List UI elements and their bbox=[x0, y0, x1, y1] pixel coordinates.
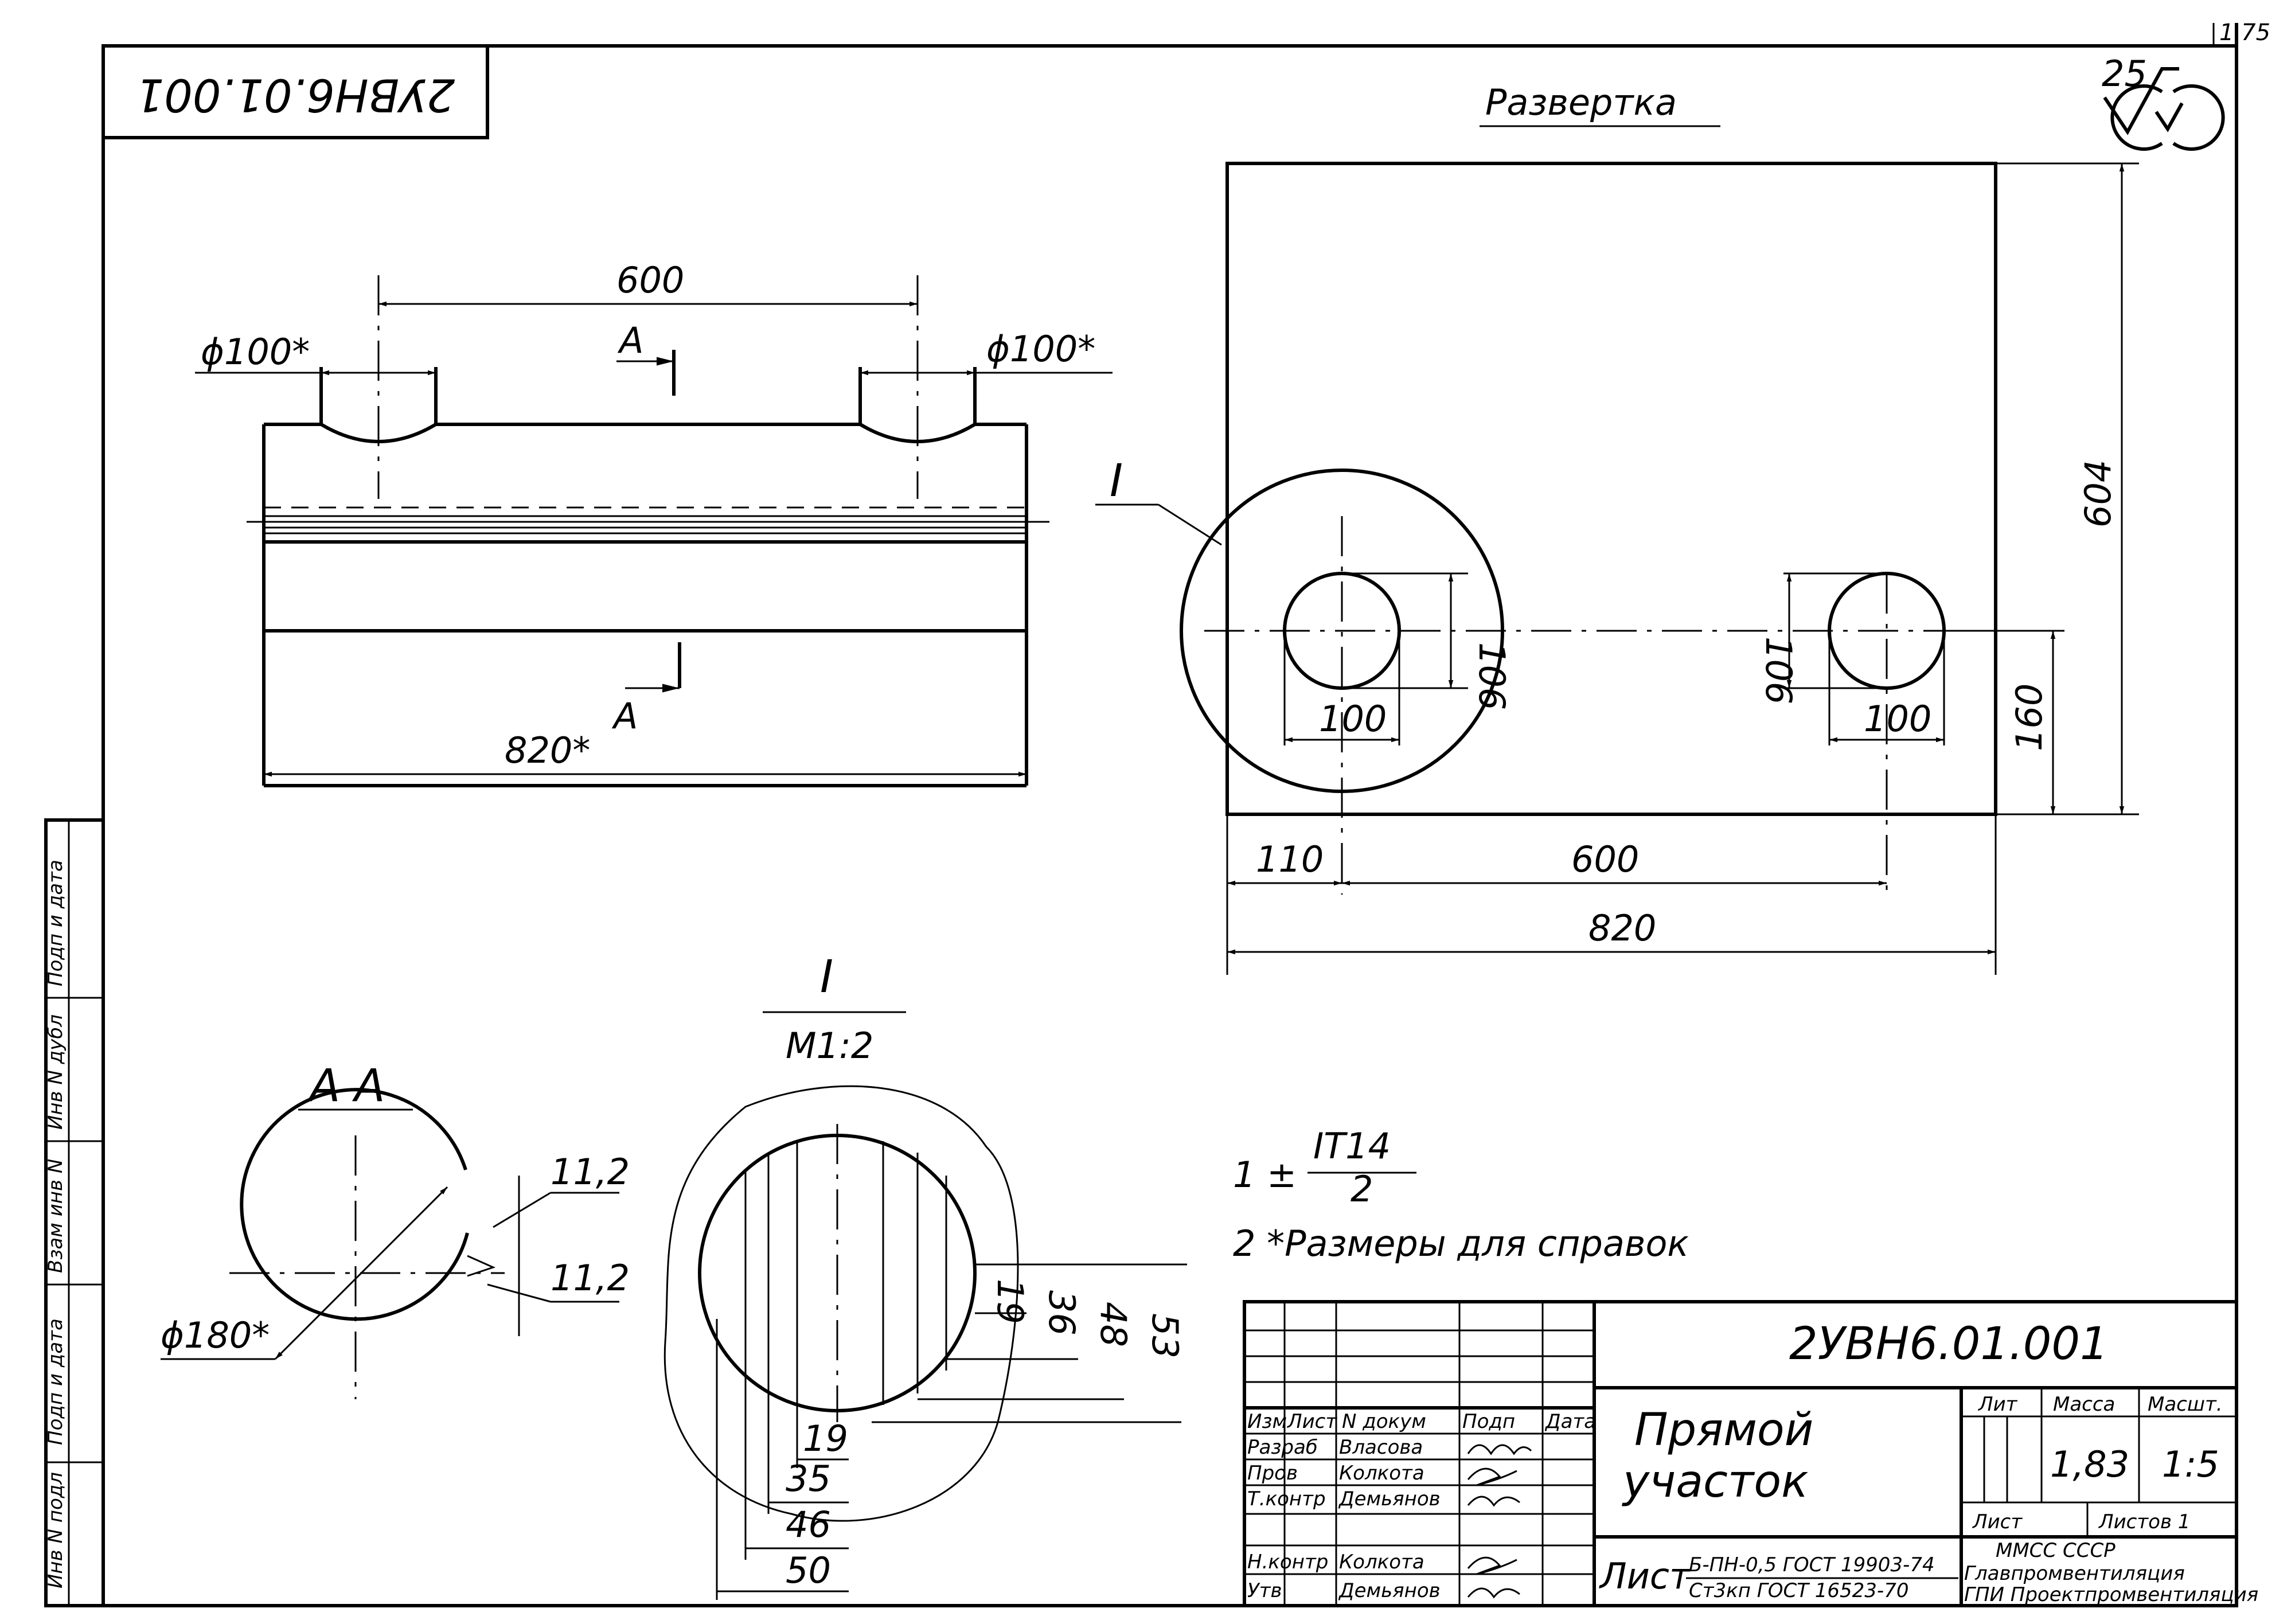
tb-scale-label: Масшт. bbox=[2148, 1393, 2223, 1416]
tb-header-podp: Подп bbox=[1462, 1410, 1515, 1433]
tb-material-line2: Ст3кп ГОСТ 16523-70 bbox=[1689, 1579, 1908, 1602]
tb-name-line2: участок bbox=[1622, 1456, 1808, 1508]
flat-dim-100-left: 100 bbox=[1319, 698, 1387, 740]
section-aa-title: А А bbox=[307, 1060, 385, 1112]
side-cell-3: Инв N дубл bbox=[44, 1014, 67, 1130]
tb-designation: 2УВН6.01.001 bbox=[1789, 1318, 2109, 1370]
tb-lit-label: Лит bbox=[1977, 1393, 2018, 1416]
flat-dim-110: 110 bbox=[1256, 838, 1324, 880]
tb-mass-label: Масса bbox=[2053, 1393, 2115, 1416]
tb-header-data: Дата bbox=[1544, 1410, 1596, 1433]
detail-dim-right-2: 48 bbox=[1092, 1302, 1134, 1347]
flat-dim-106-right: 106 bbox=[1758, 637, 1800, 704]
detail-dim-right-3: 53 bbox=[1144, 1313, 1186, 1358]
tb-header-izm: Изм bbox=[1247, 1410, 1287, 1433]
tb-role-3: Н.контр bbox=[1247, 1551, 1328, 1574]
front-phi-right: ϕ100* bbox=[986, 328, 1095, 370]
section-mark-top: А bbox=[617, 319, 643, 361]
note-1-den: 2 bbox=[1351, 1168, 1373, 1210]
detail-i: I М1:2 19 36 48 53 19 35 46 50 bbox=[663, 951, 1187, 1600]
flat-dim-160: 160 bbox=[2008, 684, 2050, 751]
flat-dim-100-right: 100 bbox=[1864, 698, 1931, 740]
tb-role-0: Разраб bbox=[1247, 1436, 1318, 1459]
detail-dim-bottom-2: 46 bbox=[786, 1504, 831, 1545]
tb-header-list: Лист bbox=[1286, 1410, 1337, 1433]
tb-mass: 1,83 bbox=[2050, 1443, 2129, 1485]
side-cell-1: Подп и дата bbox=[44, 1318, 67, 1445]
detail-dim-bottom-0: 19 bbox=[803, 1418, 848, 1459]
section-phi-180: ϕ180* bbox=[161, 1314, 270, 1356]
tb-name-2: Демьянов bbox=[1338, 1488, 1441, 1510]
roughness-symbol: 25 bbox=[2102, 53, 2225, 151]
front-dim-600: 600 bbox=[616, 259, 684, 301]
tb-name-1: Колкота bbox=[1339, 1462, 1424, 1485]
flat-dim-106-left: 106 bbox=[1471, 642, 1513, 710]
section-mark-bottom: А bbox=[611, 695, 638, 737]
tb-role-4: Утв bbox=[1247, 1579, 1282, 1602]
note-2: 2 *Размеры для справок bbox=[1233, 1223, 1689, 1264]
tb-header-ndokum: N докум bbox=[1342, 1410, 1426, 1433]
notes: 1 ± IT14 2 2 *Размеры для справок bbox=[1233, 1125, 1689, 1264]
signature bbox=[1467, 1444, 1532, 1455]
tb-material-line1: Б-ПН-0,5 ГОСТ 19903-74 bbox=[1689, 1553, 1935, 1576]
section-dim-bottom: 11,2 bbox=[551, 1257, 630, 1299]
doc-code-stamp: 2УВН6.01.001 bbox=[102, 44, 489, 139]
front-view: 600 ϕ100* ϕ100* А А 820* bbox=[195, 259, 1113, 787]
flat-pattern: Развертка I 106 100 106 100 bbox=[1095, 81, 2139, 975]
front-dim-820: 820* bbox=[505, 729, 590, 771]
detail-dim-right-1: 36 bbox=[1041, 1290, 1083, 1336]
detail-scale: М1:2 bbox=[786, 1025, 873, 1067]
tb-name-3: Колкота bbox=[1339, 1551, 1424, 1574]
flat-dim-820: 820 bbox=[1588, 907, 1656, 949]
doc-code-rotated: 2УВН6.01.001 bbox=[136, 69, 455, 120]
note-1-prefix: 1 ± bbox=[1233, 1154, 1297, 1196]
detail-dim-bottom-1: 35 bbox=[786, 1458, 831, 1500]
tb-name-0: Власова bbox=[1339, 1436, 1423, 1459]
detail-title: I bbox=[820, 951, 833, 1003]
tb-sheets-label: Листов 1 bbox=[2098, 1510, 2190, 1533]
tb-role-1: Пров bbox=[1247, 1462, 1298, 1485]
tb-material-label: Лист bbox=[1599, 1555, 1691, 1597]
signature bbox=[1467, 1467, 1517, 1486]
detail-marker: I bbox=[1110, 455, 1123, 507]
tb-name-4: Демьянов bbox=[1338, 1579, 1441, 1602]
roughness-value: 25 bbox=[2102, 53, 2147, 95]
signature bbox=[1467, 1496, 1520, 1507]
flat-dim-600: 600 bbox=[1571, 838, 1639, 880]
tb-org-line3: ГПИ Проектпромвентиляция bbox=[1964, 1583, 2258, 1606]
tb-name-line1: Прямой bbox=[1634, 1404, 1813, 1456]
note-1-num: IT14 bbox=[1313, 1125, 1391, 1167]
title-block: Изм Лист N докум Подп Дата Разраб Власов… bbox=[1243, 1300, 2258, 1607]
tb-scale: 1:5 bbox=[2162, 1443, 2219, 1485]
front-phi-left: ϕ100* bbox=[201, 331, 310, 373]
signature bbox=[1467, 1556, 1517, 1575]
side-cell-2: Взам инв N bbox=[44, 1159, 67, 1273]
flat-pattern-title: Развертка bbox=[1485, 81, 1677, 123]
tb-role-2: Т.контр bbox=[1247, 1488, 1326, 1510]
corner-mark: 1 75 bbox=[2219, 19, 2270, 46]
side-cell-0: Инв N подл bbox=[44, 1472, 67, 1588]
tb-org-line1: ММСС СССР bbox=[1996, 1539, 2116, 1562]
side-strip: Инв N подл Подп и дата Взам инв N Инв N … bbox=[44, 818, 105, 1607]
detail-dim-bottom-3: 50 bbox=[786, 1549, 831, 1591]
tb-org-line2: Главпромвентиляция bbox=[1964, 1562, 2185, 1585]
section-dim-top: 11,2 bbox=[551, 1151, 630, 1193]
detail-dim-right-0: 19 bbox=[989, 1279, 1031, 1324]
signature bbox=[1467, 1587, 1520, 1599]
flat-dim-604: 604 bbox=[2077, 460, 2119, 528]
section-aa: А А ϕ180* 11,2 11,2 bbox=[161, 1060, 630, 1399]
tb-sheet-label: Лист bbox=[1972, 1510, 2023, 1533]
side-cell-4: Подп и дата bbox=[44, 860, 67, 986]
